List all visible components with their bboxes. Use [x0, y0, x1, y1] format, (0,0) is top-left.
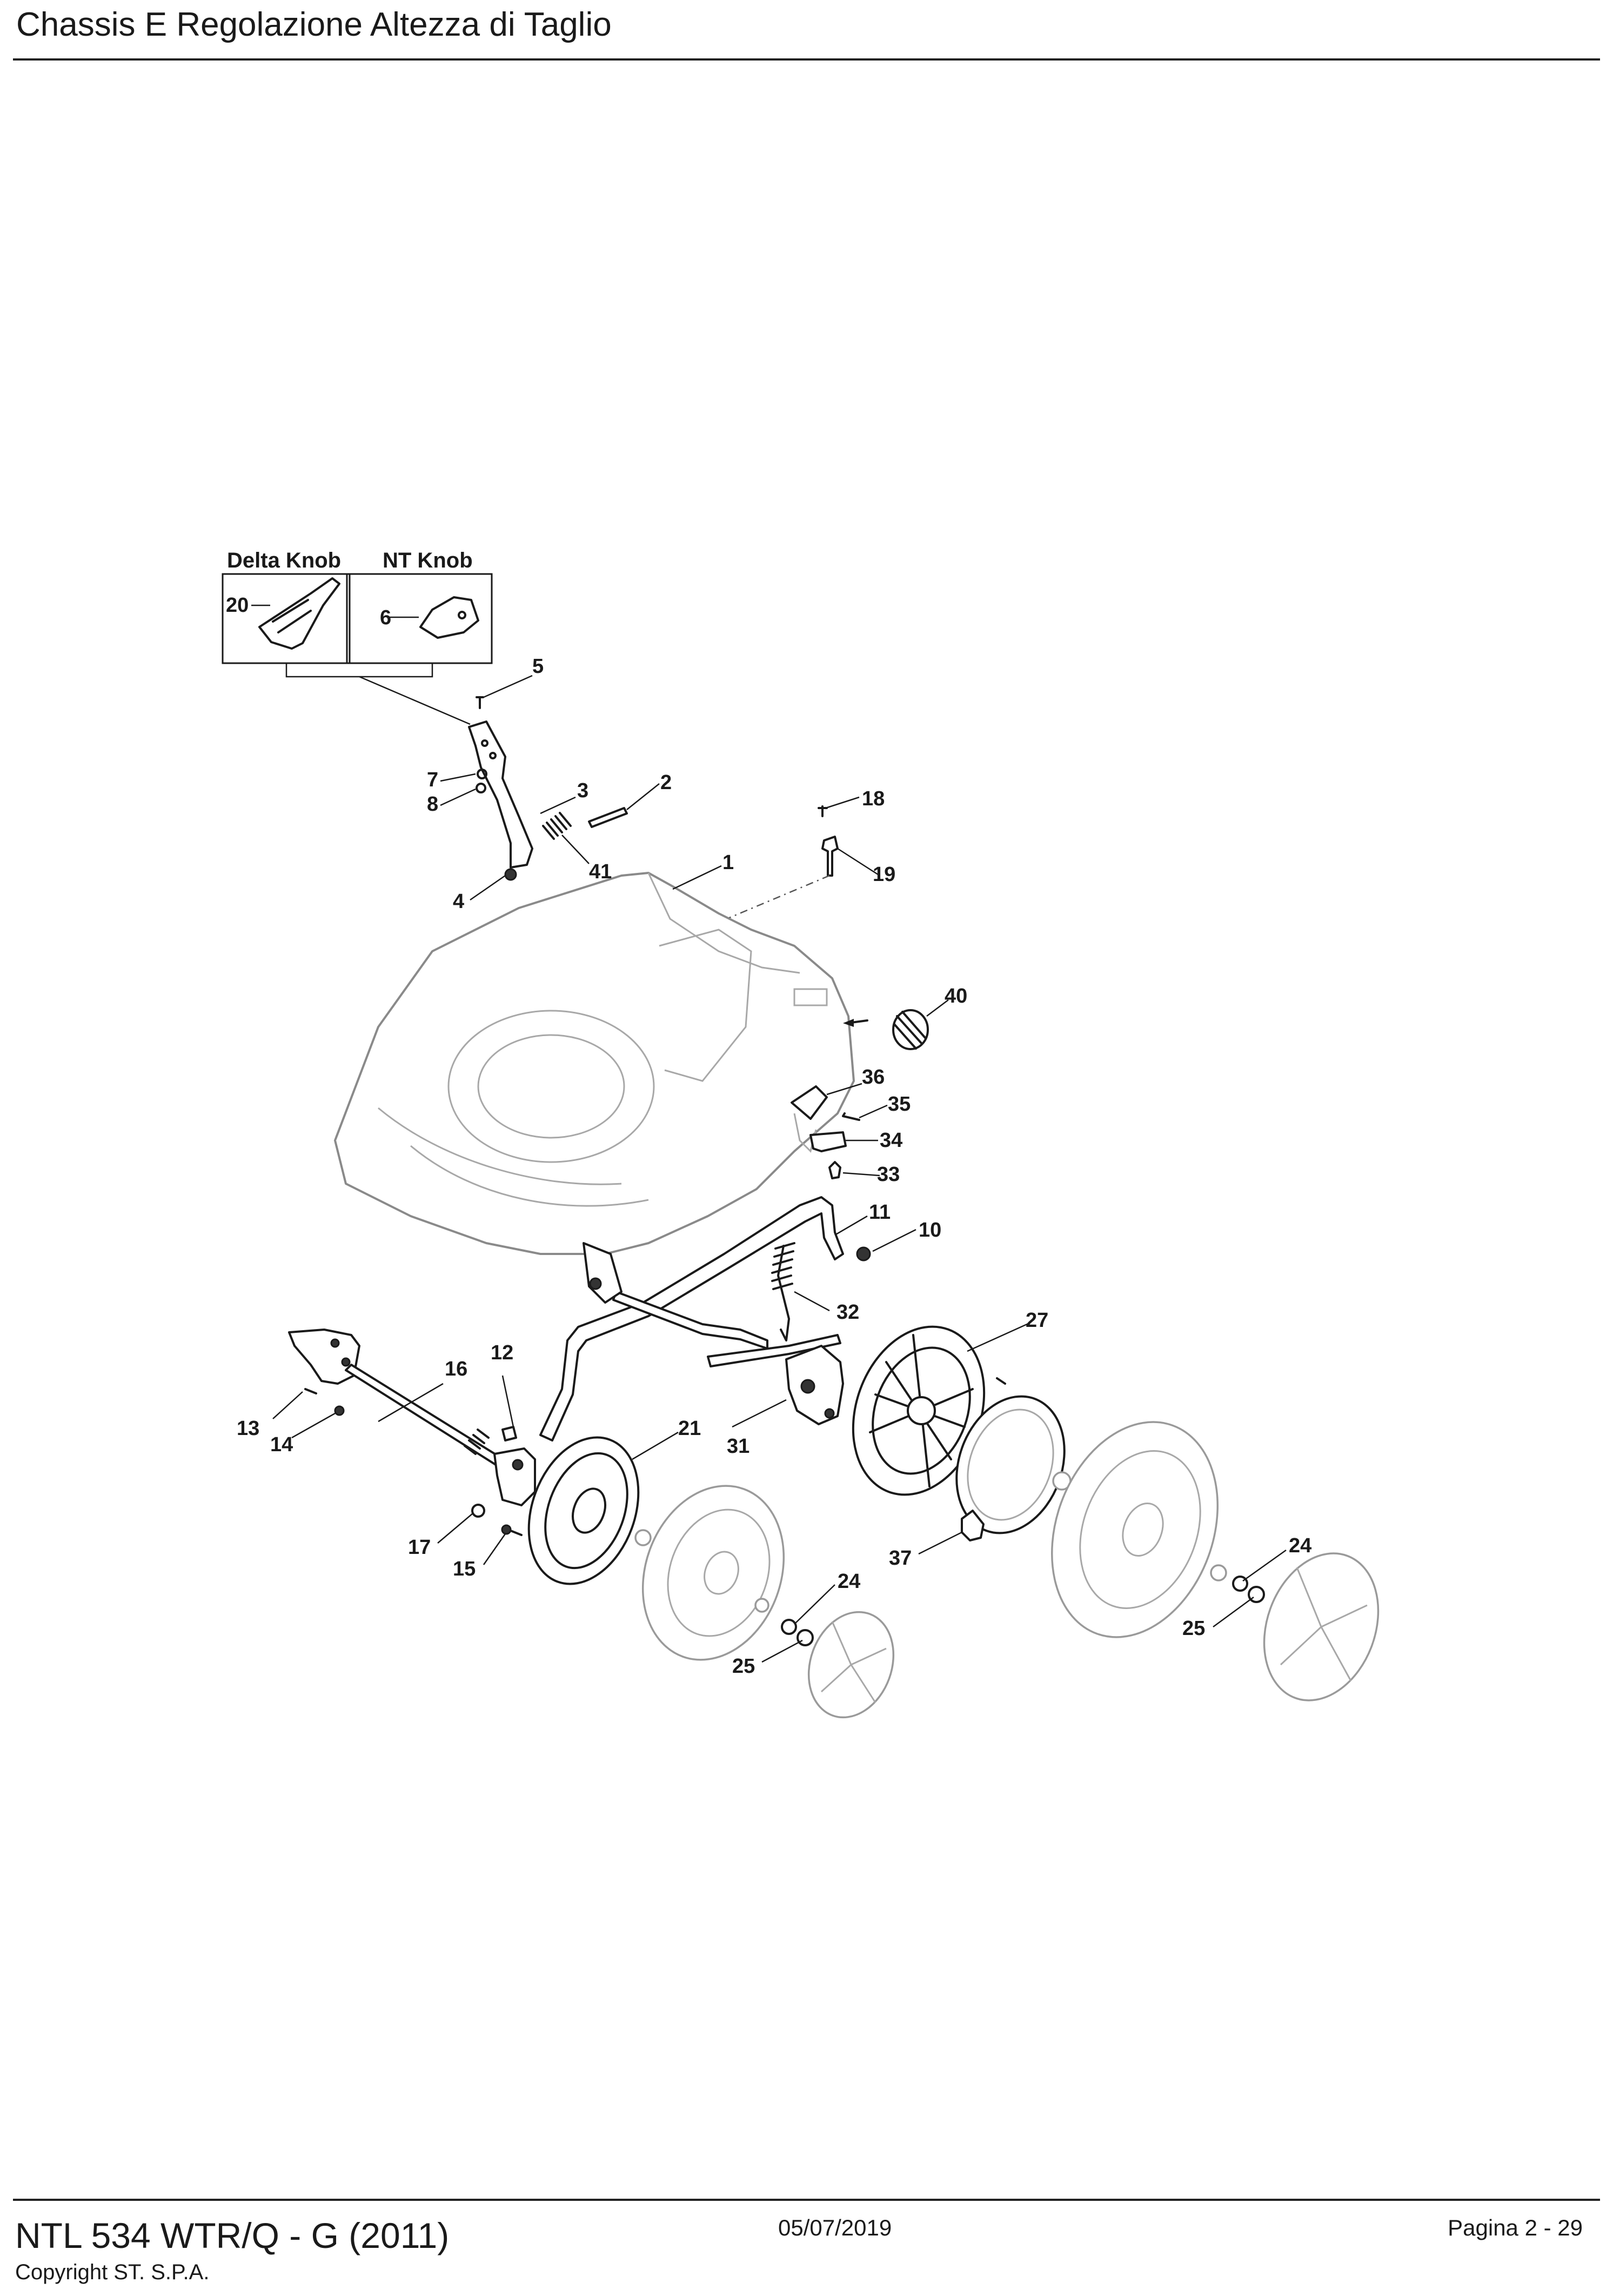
footer-page-number: Pagina 2 - 29: [1448, 2215, 1583, 2240]
front-bracket-left: [288, 1329, 360, 1385]
screw-13: [304, 1388, 317, 1394]
bushing-12: [501, 1426, 517, 1441]
front-bracket-right: [493, 1447, 536, 1506]
front-wheel-group: [527, 1436, 895, 1719]
callout-24a: 24: [838, 1570, 860, 1593]
nut-10: [856, 1246, 871, 1262]
inset-nt-knob: NT Knob: [346, 549, 493, 664]
screw-35: [842, 1112, 860, 1121]
inset-delta-knob: Delta Knob: [222, 549, 351, 664]
callout-37: 37: [889, 1547, 912, 1570]
front-axle-16: [345, 1364, 509, 1470]
handle-frame-11: [539, 1196, 844, 1441]
nut-17: [471, 1504, 485, 1518]
callout-15: 15: [453, 1558, 476, 1580]
callout-7: 7: [427, 769, 438, 791]
small-screw: [996, 1377, 1006, 1385]
callout-10: 10: [919, 1219, 941, 1242]
front-axle-assembly: [288, 1329, 536, 1536]
washer-8: [476, 783, 486, 793]
inset-label-delta-knob: Delta Knob: [227, 549, 341, 572]
rear-axle-frame: [539, 1196, 871, 1441]
washer-25a: [797, 1629, 814, 1646]
callout-6: 6: [380, 606, 391, 629]
header-divider: [13, 58, 1600, 61]
leader-lines: [251, 604, 1287, 1663]
callout-40: 40: [945, 985, 967, 1007]
callout-20: 20: [226, 594, 249, 617]
callout-5: 5: [532, 655, 544, 678]
footer-date: 05/07/2019: [778, 2215, 892, 2240]
height-lever: [468, 720, 533, 869]
callout-2: 2: [660, 771, 672, 794]
callout-4: 4: [453, 890, 464, 913]
callout-16: 16: [445, 1358, 467, 1380]
deck-bracket-36: [791, 1085, 828, 1120]
callout-8: 8: [427, 793, 438, 816]
callout-34: 34: [880, 1129, 902, 1152]
wheel-disc-21: [527, 1436, 640, 1585]
clip-34: [809, 1131, 847, 1152]
callout-labels: 20 6 5 7 8 3 2 41 4 1 18 19 40 36 35 34 …: [226, 594, 1311, 1678]
footer-model: NTL 534 WTR/Q - G (2011): [15, 2215, 450, 2255]
callout-3: 3: [577, 779, 588, 802]
callout-18: 18: [862, 787, 885, 810]
nt-knob-shape: [419, 596, 479, 639]
callout-24b: 24: [1289, 1534, 1311, 1557]
callout-35: 35: [888, 1093, 911, 1116]
callout-21: 21: [678, 1417, 701, 1440]
inset-pointer-line: [359, 676, 471, 725]
screw-33: [828, 1161, 841, 1179]
mower-deck: [334, 872, 855, 1255]
stud-19: [821, 836, 839, 877]
callout-32: 32: [836, 1301, 859, 1324]
washer-7: [477, 769, 487, 779]
footer-copyright: Copyright ST. S.P.A.: [15, 2260, 210, 2284]
callout-41: 41: [589, 860, 612, 883]
callout-31: 31: [727, 1435, 749, 1458]
inset-label-nt-knob: NT Knob: [383, 549, 473, 572]
callout-19: 19: [873, 863, 895, 886]
nut-4: [504, 868, 517, 881]
rear-wheel-group: [852, 1325, 1380, 1701]
callout-33: 33: [877, 1163, 900, 1186]
callout-13: 13: [237, 1417, 259, 1440]
rear-tyre-ghost: [1051, 1421, 1219, 1638]
callout-36: 36: [862, 1066, 885, 1089]
washer-14: [334, 1405, 345, 1416]
footer-divider: [13, 2199, 1600, 2201]
rear-adjuster-parts: [809, 1009, 929, 1179]
callout-25b: 25: [1182, 1617, 1205, 1640]
spring-32: [777, 1245, 790, 1341]
inset-bracket: [285, 663, 433, 678]
pin-2: [588, 807, 628, 828]
delta-knob-shape: [258, 577, 340, 650]
spring-41: [542, 812, 572, 840]
callout-12: 12: [491, 1341, 513, 1364]
callout-14: 14: [270, 1433, 293, 1456]
screw-18: [818, 805, 828, 817]
callout-1: 1: [722, 851, 734, 874]
screw-5: [476, 696, 484, 709]
nut-24a: [781, 1619, 797, 1635]
callout-17: 17: [408, 1536, 431, 1559]
height-lever-assembly: [468, 696, 628, 881]
callout-27: 27: [1026, 1309, 1048, 1332]
callout-25a: 25: [732, 1655, 755, 1678]
page-title: Chassis E Regolazione Altezza di Taglio: [16, 6, 612, 43]
front-tyre-ghost: [641, 1485, 785, 1661]
callout-11: 11: [869, 1201, 891, 1224]
